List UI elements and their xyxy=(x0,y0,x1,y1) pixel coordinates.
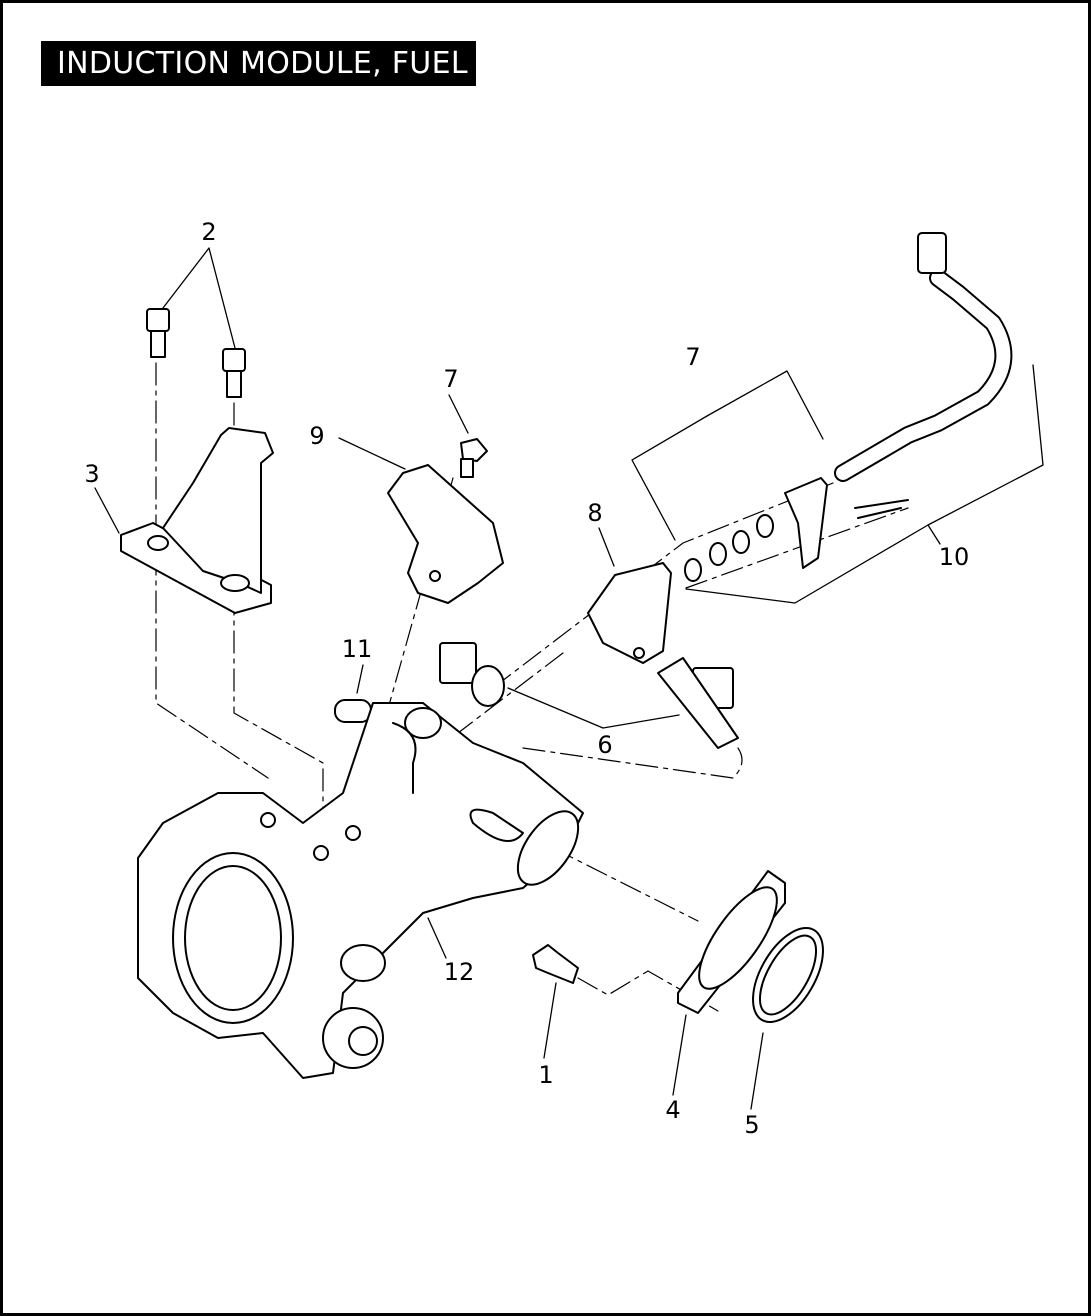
callout-12: 12 xyxy=(443,958,475,986)
page-title: INDUCTION MODULE, FUEL xyxy=(41,41,476,86)
callout-8: 8 xyxy=(587,499,603,527)
callout-6: 6 xyxy=(597,731,613,759)
callout-5: 5 xyxy=(744,1111,760,1139)
callout-4: 4 xyxy=(665,1096,681,1124)
bracket-3 xyxy=(120,427,274,614)
fuel-cap-8 xyxy=(587,562,672,664)
fuel-line-10 xyxy=(834,232,1013,519)
screw-7 xyxy=(460,438,488,478)
leader-lines xyxy=(94,247,1044,1110)
exploded-parts-drawing xyxy=(94,232,1044,1110)
seal-5 xyxy=(752,926,824,1024)
o-rings-7 xyxy=(684,477,828,582)
callout-1: 1 xyxy=(538,1061,554,1089)
callout-3: 3 xyxy=(84,460,100,488)
callout-10: 10 xyxy=(938,543,970,571)
injector-6b xyxy=(657,657,739,749)
induction-module-12 xyxy=(137,702,584,1079)
callout-7-kit: 7 xyxy=(685,343,701,371)
screw-2a xyxy=(146,308,170,358)
callout-2: 2 xyxy=(201,218,217,246)
callout-9: 9 xyxy=(309,422,325,450)
screw-2b xyxy=(222,348,246,398)
flange-4 xyxy=(677,870,786,1014)
injector-6a xyxy=(439,642,505,707)
sensor-9 xyxy=(387,464,504,604)
screw-1 xyxy=(532,944,579,984)
callout-11: 11 xyxy=(341,635,373,663)
callout-7-screw: 7 xyxy=(443,365,459,393)
cap-11 xyxy=(334,699,372,723)
